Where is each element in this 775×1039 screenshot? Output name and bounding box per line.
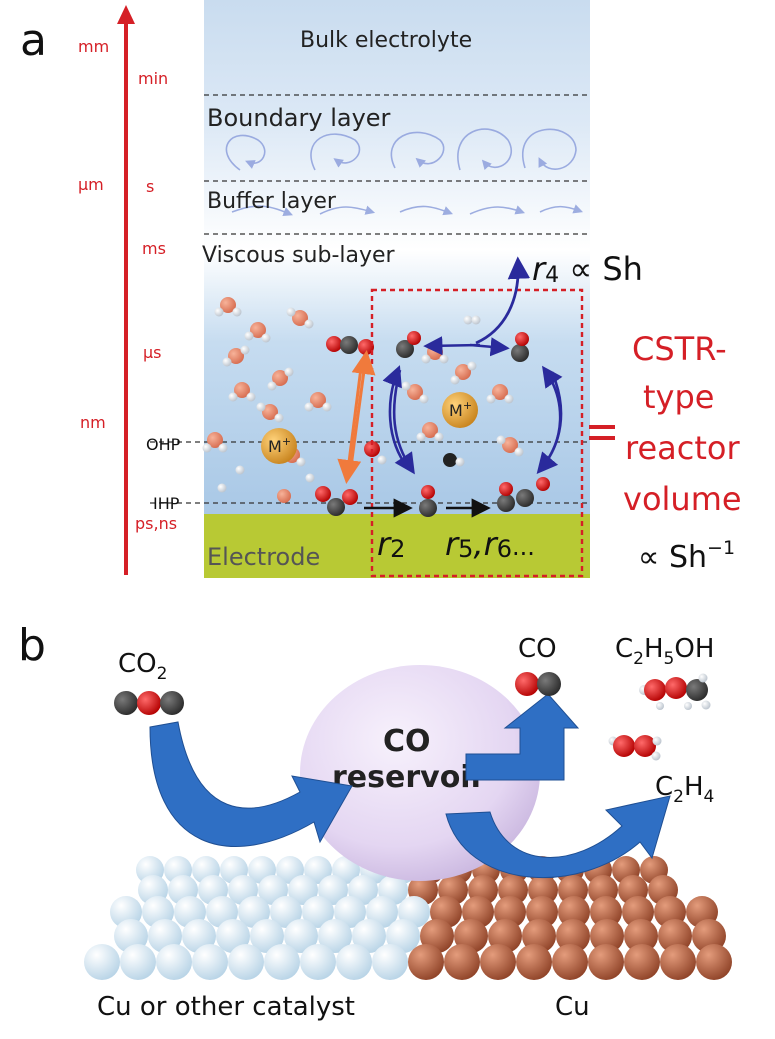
scale-right-s: s [146, 177, 154, 196]
electrode-label: Electrode [207, 543, 320, 571]
cation-left: M+ [261, 428, 297, 464]
cstr-reactor-box [370, 288, 584, 578]
ethylene-label: C2H4 [655, 772, 714, 807]
surface-atom [270, 896, 302, 928]
bulk-electrolyte-region [204, 0, 590, 250]
surface-atom [552, 944, 588, 980]
surface-atom [590, 896, 622, 928]
surface-atom [250, 919, 284, 953]
scale-right-min: min [138, 69, 168, 88]
convection-swirls [225, 128, 584, 217]
catalyst-left-label: Cu or other catalyst [97, 992, 355, 1022]
cstr-line1: CSTR- [632, 330, 727, 368]
catalyst-surface [84, 856, 732, 980]
surface-atom [336, 944, 372, 980]
cstr-line4: volume [623, 480, 742, 518]
surface-atom [228, 944, 264, 980]
surface-atom [516, 944, 552, 980]
buffer-layer-label: Buffer layer [207, 189, 337, 214]
reservoir-line2: reservoir [332, 760, 486, 795]
catalyst-right-label: Cu [555, 992, 590, 1022]
surface-atom [318, 875, 348, 905]
rate-r4: r4 ∝ Sh [532, 250, 643, 288]
co-molecule-b [515, 672, 561, 696]
surface-atom [284, 919, 318, 953]
surface-atom [660, 944, 696, 980]
surface-atom [318, 919, 352, 953]
reaction-arrows [337, 256, 563, 518]
surface-atom [372, 944, 408, 980]
surface-atom [558, 896, 590, 928]
surface-atom [156, 944, 192, 980]
surface-atom [386, 919, 420, 953]
viscous-sublayer-label: Viscous sub-layer [202, 243, 396, 268]
svg-text:M+: M+ [449, 399, 472, 420]
cstr-scaling: ∝ Sh−1 [638, 537, 735, 575]
scale-axis [117, 5, 135, 575]
reservoir-line1: CO [383, 724, 431, 759]
scale-right-psns: ps,ns [135, 514, 177, 533]
co-label: CO [518, 634, 557, 664]
surface-atom [84, 944, 120, 980]
scale-left-um: μm [78, 175, 104, 194]
boundary-layer-label: Boundary layer [207, 104, 391, 132]
ethanol-label: C2H5OH [615, 634, 714, 669]
surface-atom [624, 944, 660, 980]
equals-sign [589, 425, 615, 440]
scale-right-ms: ms [142, 239, 166, 258]
panel-b-label: b [18, 620, 46, 671]
ihp-label: IHP [153, 494, 180, 513]
co-adsorbed-middle [419, 485, 437, 517]
rate-r5-r6: r5,r6... [445, 525, 535, 563]
surface-atom [264, 944, 300, 980]
surface-atom [556, 919, 590, 953]
electrode-region [204, 514, 590, 578]
surface-atom [590, 919, 624, 953]
co2-label: CO2 [118, 649, 167, 684]
co2-molecule-b [114, 691, 184, 715]
surface-atom [216, 919, 250, 953]
co-molecule-upper [396, 331, 421, 358]
surface-atom [444, 944, 480, 980]
surface-atom [120, 944, 156, 980]
surface-atom [624, 919, 658, 953]
surface-atom [658, 919, 692, 953]
surface-atom [192, 944, 228, 980]
scale-right-us: μs [143, 343, 162, 362]
surface-atom [480, 944, 516, 980]
surface-atom [300, 944, 336, 980]
ethylene-molecule [608, 735, 662, 761]
co-molecule-upper-right [511, 332, 529, 362]
surface-atom [288, 875, 318, 905]
surface-atom [696, 944, 732, 980]
rate-r2: r2 [377, 525, 405, 563]
surface-atom [352, 919, 386, 953]
scale-left-mm: mm [78, 37, 109, 56]
surface-atom [588, 944, 624, 980]
process-arrows [149, 693, 671, 878]
surface-atom [334, 896, 366, 928]
scale-left-nm: nm [80, 413, 106, 432]
svg-text:M+: M+ [268, 435, 291, 456]
cstr-line2: type [643, 378, 714, 416]
water-molecules [202, 297, 524, 503]
surface-atom [302, 896, 334, 928]
bulk-electrolyte-label: Bulk electrolyte [300, 28, 472, 53]
surface-atom [408, 944, 444, 980]
ethanol-molecule [639, 673, 711, 710]
cation-right: M+ [442, 392, 478, 428]
cstr-line3: reactor [625, 429, 740, 467]
panel-a-label: a [20, 15, 47, 66]
coco-adsorbed-right [497, 477, 550, 512]
ohp-label: OHP [146, 435, 181, 454]
surface-atom [304, 856, 332, 884]
co2-molecule-ihp [315, 486, 358, 516]
